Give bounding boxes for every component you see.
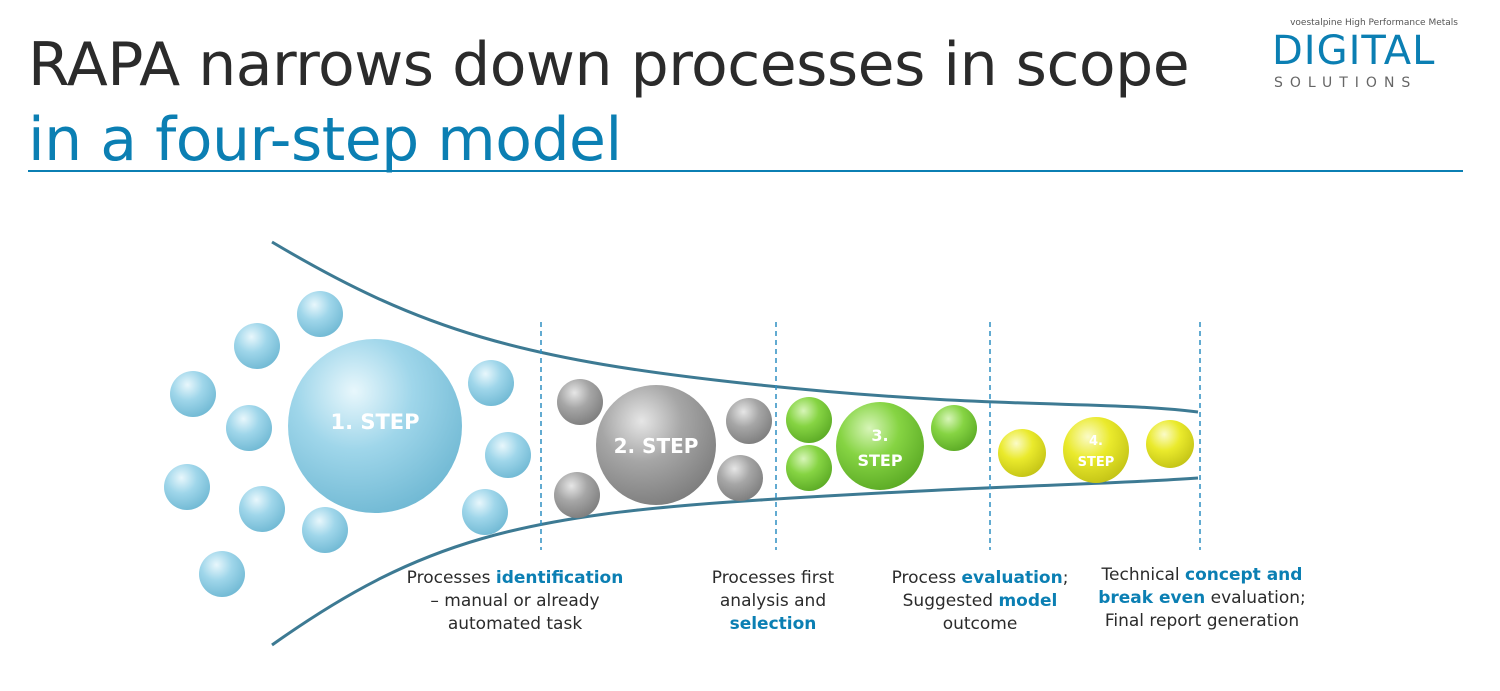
bubble	[931, 405, 977, 451]
title-divider	[28, 170, 1463, 172]
step-2-caption: Processes first analysis and selection	[643, 567, 903, 636]
caption-text: Suggested	[902, 591, 999, 611]
bubble	[726, 398, 772, 444]
bubble	[1146, 420, 1194, 468]
step-4-small-bubbles	[998, 420, 1194, 477]
step-1-small-bubbles	[164, 291, 531, 597]
step-4-label-line-1: 4.	[1089, 434, 1103, 449]
caption-highlight: evaluation	[961, 568, 1063, 588]
caption-text: – manual or already	[430, 591, 600, 611]
bubble	[239, 486, 285, 532]
caption-text: Processes	[406, 568, 496, 588]
bubble	[554, 472, 600, 518]
caption-text: ;	[1062, 568, 1069, 588]
step-2-label: 2. STEP	[614, 434, 699, 458]
caption-text: Process	[891, 568, 962, 588]
bubble	[170, 371, 216, 417]
step-3-small-bubbles	[786, 397, 977, 491]
funnel-top-curve	[271, 240, 1199, 414]
bubble	[302, 507, 348, 553]
caption-text: analysis and	[719, 591, 827, 611]
step-2-small-bubbles	[554, 379, 772, 518]
logo-subtitle: SOLUTIONS	[1274, 75, 1418, 91]
bubble	[199, 551, 245, 597]
bubble	[786, 445, 832, 491]
caption-highlight: model	[998, 591, 1058, 611]
caption-text: outcome	[942, 614, 1018, 634]
bubble	[468, 360, 514, 406]
caption-text: Final report generation	[1104, 611, 1300, 631]
caption-text: automated task	[447, 614, 583, 634]
bubble	[786, 397, 832, 443]
step-3-label-line-1: 3.	[871, 426, 888, 445]
logo-tagline: voestalpine High Performance Metals	[1290, 18, 1458, 28]
logo-brand: DIGITAL	[1272, 28, 1436, 74]
step-4-label-line-2: STEP	[1078, 455, 1115, 470]
step-2-main-bubble	[596, 385, 716, 505]
step-1-main-bubble	[288, 339, 462, 513]
step-3-main-bubble	[836, 402, 924, 490]
step-4-main-bubble	[1063, 417, 1129, 483]
step-1-label: 1. STEP	[330, 410, 419, 434]
bubble	[462, 489, 508, 535]
bubble	[164, 464, 210, 510]
caption-text: Processes first	[711, 568, 835, 588]
company-logo: voestalpine High Performance Metals DIGI…	[1264, 15, 1464, 95]
step-4-caption: Technical concept and break even evaluati…	[1072, 564, 1332, 633]
bubble	[485, 432, 531, 478]
bubble	[717, 455, 763, 501]
bubble	[226, 405, 272, 451]
step-1-caption: Processes identification – manual or alre…	[385, 567, 645, 636]
bubble	[998, 429, 1046, 477]
page-title-line-2: in a four-step model	[28, 105, 622, 175]
caption-text: evaluation;	[1205, 588, 1306, 608]
caption-highlight: break even	[1098, 588, 1206, 608]
bubble	[234, 323, 280, 369]
page-title-line-1: RAPA narrows down processes in scope	[28, 30, 1190, 100]
caption-text: Technical	[1101, 565, 1186, 585]
caption-highlight: concept and	[1185, 565, 1303, 585]
caption-highlight: selection	[729, 614, 817, 634]
caption-highlight: identification	[495, 568, 624, 588]
funnel-bottom-curve	[271, 476, 1199, 647]
step-3-caption: Process evaluation; Suggested model outcom…	[850, 567, 1110, 636]
bubble	[297, 291, 343, 337]
bubble	[557, 379, 603, 425]
step-3-label-line-2: STEP	[857, 451, 902, 470]
